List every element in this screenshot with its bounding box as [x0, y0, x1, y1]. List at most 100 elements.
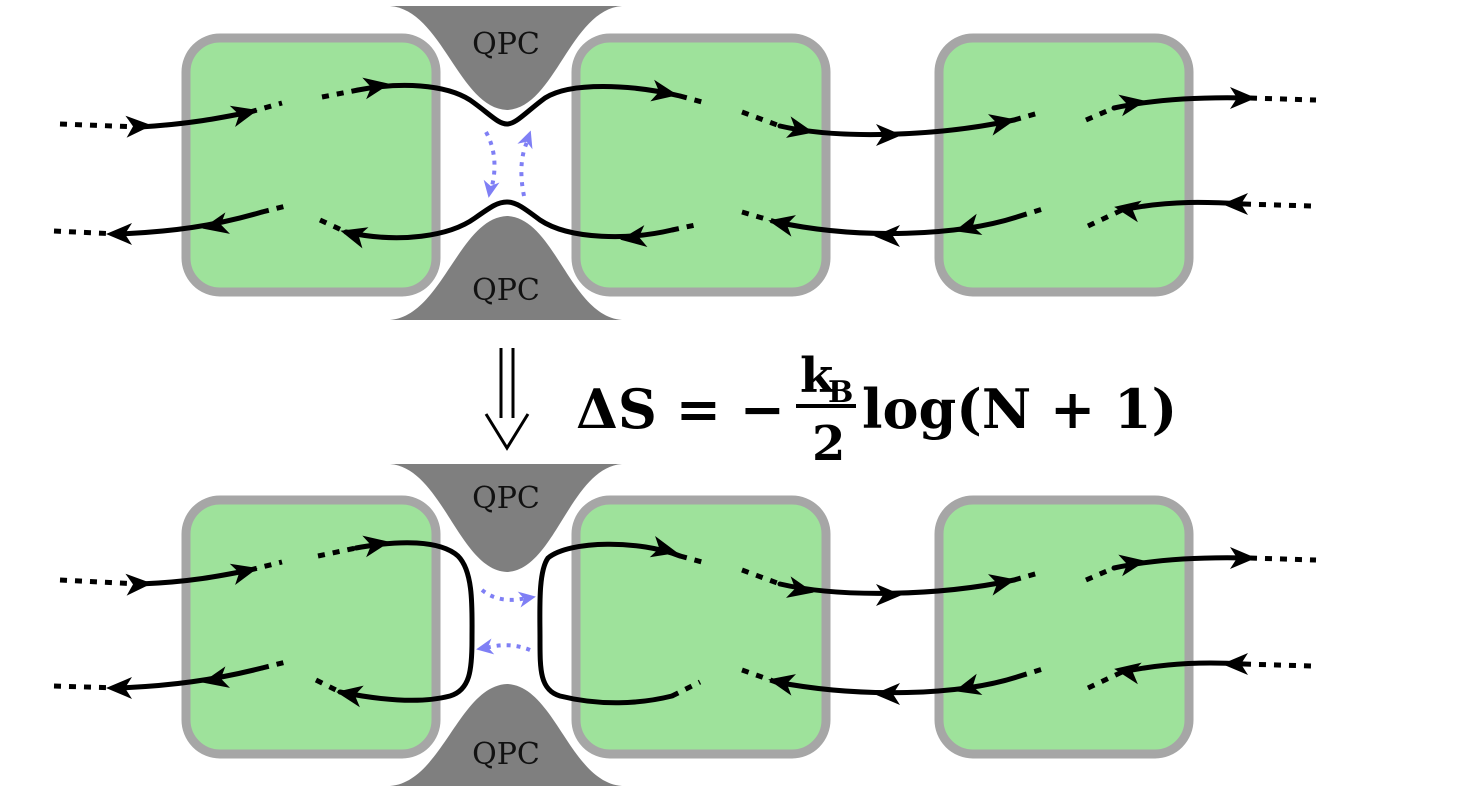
arrowhead-icon [876, 584, 902, 606]
arrowhead-icon [1118, 94, 1146, 117]
arrowhead-icon [876, 124, 902, 146]
quantum-dot-1-upper [181, 33, 441, 297]
edge-lead-right-bottom-upper [1243, 201, 1313, 209]
edge-dotted-bottom-upper-4 [741, 209, 777, 225]
entropy-equation: ΔS = − k B 2 log(N + 1) [576, 348, 1177, 472]
edge-lead-left-top-upper [59, 121, 141, 130]
quantum-dot-1-lower [181, 495, 441, 759]
arrowhead-icon [1222, 653, 1248, 675]
tunneling-path-bottom-lower [485, 643, 531, 652]
arrowhead-icon [874, 225, 900, 247]
edge-lead-right-top-lower [1249, 555, 1317, 563]
edge-dotted-top-upper-6 [1085, 105, 1115, 123]
qpc-label-bottom-upper: QPC [472, 273, 540, 308]
arrowhead-icon [620, 225, 648, 247]
arrowhead-icon [362, 535, 390, 558]
edge-dotted-bottom-upper-5 [1019, 205, 1047, 219]
arrowhead-icon [768, 674, 796, 696]
arrowhead-icon [125, 115, 152, 138]
equation-rhs: log(N + 1) [862, 377, 1177, 441]
arrowhead-icon [229, 563, 258, 586]
arrowhead-icon [125, 573, 152, 596]
edge-dotted-bottom-upper-2 [318, 217, 348, 235]
edge-lead-left-bottom-lower [53, 683, 119, 691]
qpc-gate-bottom-upper-fill [390, 216, 622, 320]
tunneling-path-right-upper [519, 139, 530, 197]
arrowhead-icon [1114, 200, 1142, 223]
qpc-label-top-lower: QPC [472, 481, 540, 516]
qpc-gate-bottom-lower-fill [390, 684, 622, 786]
double-down-arrow-icon [484, 348, 530, 451]
arrowhead-icon [768, 215, 796, 237]
arrowhead-icon [362, 77, 390, 100]
edge-lead-right-bottom-lower [1243, 661, 1313, 669]
tunneling-path-top-lower [480, 588, 527, 602]
arrowhead-icon [1230, 87, 1256, 109]
arrowhead-icon [954, 213, 983, 236]
arrowhead-icon [1118, 554, 1146, 577]
arrowhead-icon [1222, 193, 1248, 215]
edge-dotted-top-upper-4 [741, 109, 781, 129]
tunneling-arrowhead-icon [517, 130, 533, 150]
quantum-dot-2-upper [571, 33, 831, 297]
tunneling-path-left-upper [484, 131, 497, 187]
tunneling-arrowhead-icon [476, 638, 495, 655]
edge-segment-bottom-upper-qpc [343, 199, 675, 241]
edge-dotted-top-lower-3 [679, 553, 703, 565]
quantum-dot-3-upper [934, 33, 1194, 297]
arrowhead-icon [988, 114, 1016, 136]
quantum-dot-2-lower [571, 495, 831, 759]
arrowhead-icon [786, 116, 814, 138]
arrowhead-icon [202, 666, 230, 688]
arrowhead-icon [1114, 662, 1142, 685]
edge-dotted-bottom-lower-3 [670, 679, 702, 699]
edge-lead-left-bottom-upper [53, 228, 119, 237]
edge-lead-left-top-lower [59, 577, 141, 587]
upper-panel: QPC QPC [53, 6, 1317, 320]
arrowhead-icon [106, 677, 132, 699]
edge-segment-top-upper-qpc [355, 82, 683, 127]
qpc-label-bottom-lower: QPC [472, 737, 540, 772]
qpc-gate-top-lower-fill [390, 464, 622, 572]
edge-dotted-bottom-upper-6 [1086, 207, 1124, 229]
edge-dotted-top-lower-6 [1085, 565, 1115, 583]
edge-dotted-bottom-lower-2 [314, 677, 342, 695]
edge-dotted-top-upper-5 [1013, 109, 1043, 123]
arrowhead-icon [202, 212, 230, 234]
arrowhead-icon [954, 673, 983, 696]
arrowhead-icon [874, 683, 900, 705]
arrowhead-icon [106, 223, 132, 245]
arrowhead-icon [340, 227, 369, 249]
quantum-dot-3-lower [934, 495, 1194, 759]
edge-segment-top-lower-left-loop [337, 540, 475, 703]
tunneling-arrowhead-icon [483, 179, 500, 198]
arrowhead-icon [336, 685, 364, 708]
edge-lead-right-top-upper [1249, 95, 1317, 103]
edge-dotted-top-lower-5 [1013, 569, 1043, 583]
edge-segment-bottom-upper-1 [115, 209, 265, 237]
edge-dotted-top-upper-2 [321, 87, 359, 100]
edge-segment-bottom-upper-2 [773, 213, 1023, 236]
lower-panel: QPC QPC [53, 464, 1317, 786]
equation-numerator: k [800, 348, 835, 404]
arrowhead-icon [650, 79, 678, 102]
equation-lhs: ΔS = − [576, 377, 785, 441]
edge-segment-bottom-lower-1 [115, 665, 265, 691]
arrowhead-icon [1230, 547, 1256, 569]
qpc-gate-top-upper-fill [390, 6, 622, 110]
edge-segment-bottom-lower-2 [773, 673, 1023, 696]
arrowhead-icon [229, 105, 258, 128]
arrowhead-icon [988, 574, 1016, 596]
arrowhead-icon [786, 576, 814, 598]
edge-dotted-bottom-upper-3 [671, 221, 701, 233]
edge-segment-top-lower-right-loop [537, 541, 683, 706]
edge-dotted-bottom-lower-6 [1086, 669, 1124, 691]
qpc-label-top-upper: QPC [472, 27, 540, 62]
edge-dotted-top-upper-3 [679, 93, 703, 105]
equation-denominator: 2 [812, 416, 845, 472]
edge-dotted-top-lower-2 [317, 545, 357, 559]
edge-dotted-bottom-upper-1 [261, 203, 287, 215]
edge-dotted-top-lower-4 [741, 567, 781, 587]
arrowhead-icon [649, 535, 678, 558]
